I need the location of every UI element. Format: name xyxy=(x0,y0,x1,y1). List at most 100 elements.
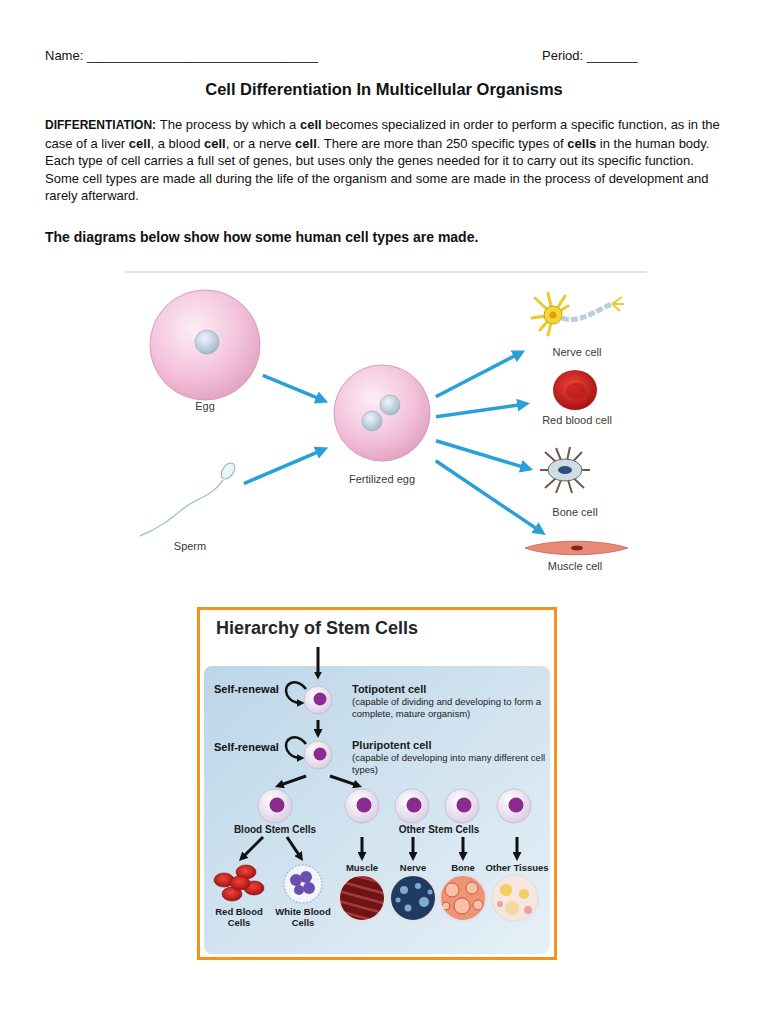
muscle-tissue-picture xyxy=(335,870,390,925)
arrow-connector xyxy=(244,450,323,484)
arrow-connector xyxy=(412,837,415,857)
nerve-cell-picture xyxy=(532,293,624,335)
definition-text: , or a nerve xyxy=(226,136,292,151)
arrow-connector xyxy=(317,720,320,734)
bone-cell-picture xyxy=(558,466,572,474)
label-area: Self-renewal xyxy=(214,683,279,695)
stem-cell-hierarchy-panel: Hierarchy of Stem CellsTotipotent cell(c… xyxy=(197,607,557,960)
fertilized-egg-picture xyxy=(380,395,400,415)
bone-cell-picture xyxy=(548,459,582,481)
label-area: The diagrams below show how some human c… xyxy=(45,229,478,245)
egg-picture xyxy=(150,290,260,400)
stem-cell-picture xyxy=(270,798,285,813)
self-renewal-arrow xyxy=(286,682,306,703)
nerve-tissue-picture xyxy=(415,883,421,889)
stem-cell-picture xyxy=(314,748,327,761)
egg-picture xyxy=(195,330,219,354)
white-blood-cell-picture xyxy=(284,865,322,903)
other-tissue-picture xyxy=(497,901,503,907)
section-heading: The diagrams below show how some human c… xyxy=(45,229,478,245)
stem-cell-label: Blood Stem Cells xyxy=(234,824,316,836)
muscle-tissue-picture xyxy=(335,870,390,925)
red-blood-cell-picture xyxy=(553,370,597,410)
stem-cell-picture xyxy=(407,798,422,813)
white-blood-cell-picture xyxy=(284,865,322,903)
red-blood-cell: Red blood cell xyxy=(532,366,622,427)
stem-cell-picture xyxy=(395,789,429,823)
definition-text: . There are more than 250 specific types… xyxy=(317,136,564,151)
picture-space xyxy=(269,862,337,906)
muscle-cell-picture xyxy=(525,541,628,555)
nerve-cell-picture xyxy=(532,293,568,335)
other-tissue-picture xyxy=(500,884,512,896)
other-tissue-picture xyxy=(505,901,519,915)
tissue-label: Bone xyxy=(451,862,475,873)
cell-type-description: (capable of dividing and developing to f… xyxy=(352,696,550,719)
cell-type-name: Totipotent cell xyxy=(352,683,550,696)
stem-cell-label: Other Stem Cells xyxy=(399,824,480,836)
totipotent-cell: Totipotent cell(capable of dividing and … xyxy=(302,683,550,719)
muscle-cell: Muscle cell xyxy=(523,536,627,573)
other-tissue-picture xyxy=(492,875,538,921)
nerve-tissue-picture xyxy=(405,905,412,912)
panel-title: Hierarchy of Stem Cells xyxy=(216,618,554,640)
other-tissue-picture xyxy=(492,875,538,921)
tissue-label: Nerve xyxy=(400,862,426,873)
label-area: Period: _______ xyxy=(542,48,637,63)
bone-tissue-picture xyxy=(440,875,486,921)
arrow-connector xyxy=(436,404,524,417)
picture-space xyxy=(389,873,437,921)
other-tissue-picture xyxy=(524,906,532,914)
tissue-label: Other Tissues xyxy=(485,862,548,873)
arrow-connector xyxy=(279,776,306,786)
cell-type-description: (capable of developing into many differe… xyxy=(352,752,550,775)
picture-space xyxy=(439,873,487,921)
arrow-connector xyxy=(242,837,263,858)
bone-cell-picture xyxy=(540,447,590,493)
other-tissues: Other Tissues xyxy=(482,862,552,921)
sperm-picture xyxy=(218,460,237,481)
nerve-tissue-picture xyxy=(390,875,436,921)
nerve-tissue-picture xyxy=(396,898,401,903)
emphasis-word: cells xyxy=(567,136,596,151)
cell-label: Muscle cell xyxy=(548,560,602,573)
sperm-picture xyxy=(140,460,238,536)
egg-cell: Egg xyxy=(149,290,261,413)
stem-cell-picture xyxy=(304,741,332,769)
stem-cell-picture xyxy=(314,693,327,706)
white-blood-cell-picture xyxy=(294,885,304,895)
picture-space xyxy=(207,862,271,906)
nerve-tissue-picture xyxy=(390,875,436,921)
picture-space xyxy=(338,873,386,921)
definition-text: , a blood xyxy=(151,136,201,151)
cell-label: Egg xyxy=(195,400,215,413)
emphasis-word: cell xyxy=(295,136,317,151)
egg-picture xyxy=(150,290,260,400)
picture-space xyxy=(330,363,434,473)
arrow-connector xyxy=(330,776,358,786)
bone-tissue: Bone xyxy=(439,862,487,921)
fertilized-egg-picture xyxy=(362,411,382,431)
nerve-cell: Nerve cell xyxy=(527,288,627,359)
definition-text: The process by which a xyxy=(160,117,297,132)
arrow-connector xyxy=(287,837,301,858)
nerve-tissue: Nerve xyxy=(389,862,437,921)
self-renewal-label: Self-renewal xyxy=(214,683,279,695)
picture-space xyxy=(523,536,627,560)
tissue-label: Muscle xyxy=(346,862,378,873)
hierarchy-background xyxy=(197,607,557,960)
picture-space xyxy=(138,460,242,540)
bone-tissue-picture xyxy=(445,883,459,897)
bone-tissue-picture xyxy=(440,875,486,921)
arrow-connector xyxy=(436,461,541,532)
stem-cell-picture xyxy=(509,798,524,813)
bone-tissue-picture xyxy=(440,875,486,921)
page-title: Cell Differentiation In Multicellular Or… xyxy=(0,80,768,99)
nerve-cell-picture xyxy=(612,297,624,311)
muscle-cell-picture xyxy=(525,541,628,555)
bone-cell-picture xyxy=(540,447,590,493)
stem-cell-picture xyxy=(497,789,531,823)
picture-space xyxy=(149,290,261,400)
nerve-cell-picture xyxy=(562,304,612,319)
nerve-tissue-picture xyxy=(390,875,436,921)
